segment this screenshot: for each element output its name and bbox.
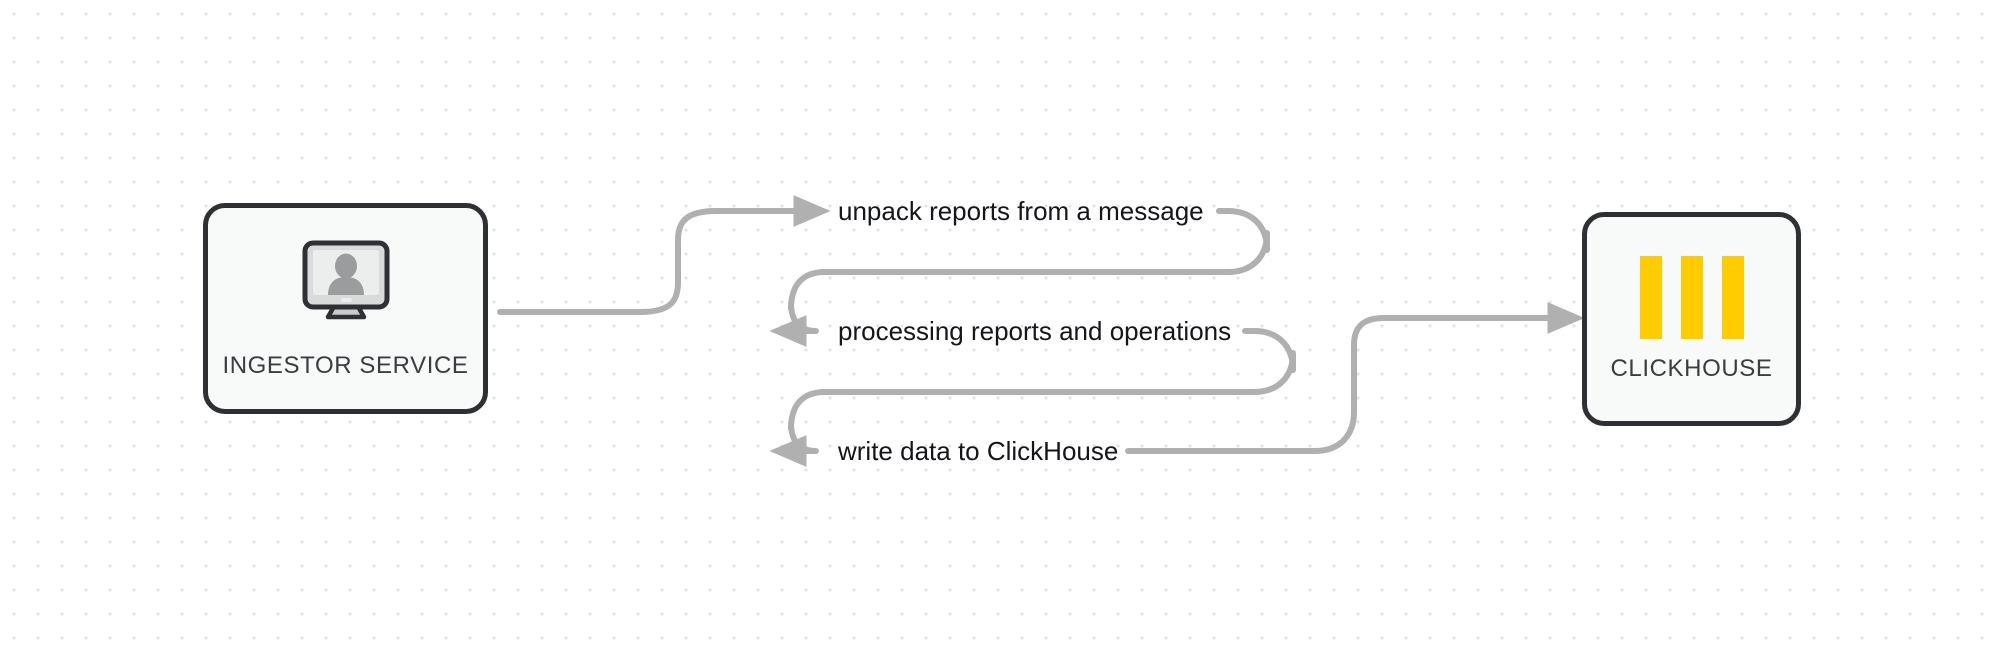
edge-label-unpack-reports: unpack reports from a message bbox=[838, 196, 1204, 226]
clickhouse-logo-icon bbox=[1639, 255, 1744, 339]
clickhouse-bar-3 bbox=[1721, 255, 1744, 339]
edge-label-processing-reports: processing reports and operations bbox=[838, 316, 1232, 346]
clickhouse-bar-2 bbox=[1680, 255, 1703, 339]
node-clickhouse-label: CLICKHOUSE bbox=[1610, 354, 1773, 382]
node-ingestor-service[interactable]: INGESTOR SERVICE bbox=[203, 203, 488, 414]
clickhouse-bar-1 bbox=[1639, 255, 1662, 339]
edge-label-write-data: write data to ClickHouse bbox=[838, 436, 1119, 466]
connector-ingestor-to-unpack bbox=[497, 195, 831, 315]
monitor-user-icon bbox=[292, 237, 400, 334]
connector-processing-to-write bbox=[769, 328, 1296, 467]
node-clickhouse[interactable]: CLICKHOUSE bbox=[1582, 212, 1801, 426]
connector-unpack-to-processing bbox=[769, 208, 1270, 347]
node-ingestor-label: INGESTOR SERVICE bbox=[222, 352, 469, 379]
